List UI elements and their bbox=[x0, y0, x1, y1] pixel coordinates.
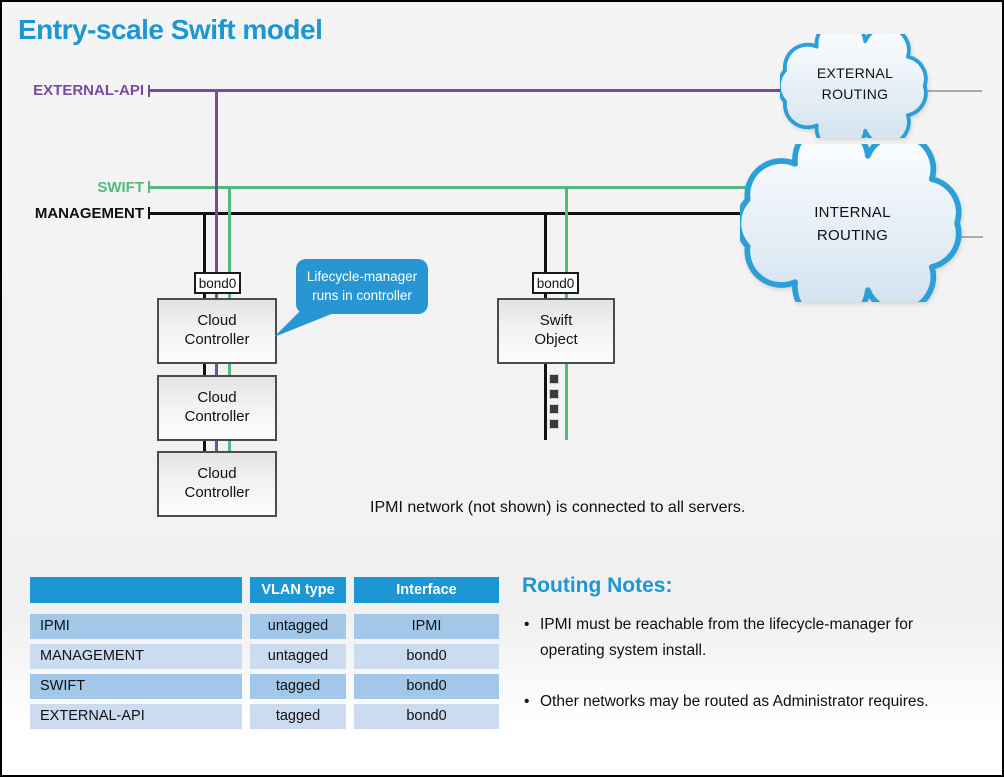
external-routing-cloud bbox=[780, 34, 928, 138]
bond0-label-controller: bond0 bbox=[194, 272, 241, 294]
network-line-swift bbox=[150, 186, 792, 189]
network-label-management: MANAGEMENT bbox=[34, 205, 144, 222]
external-routing-label: EXTERNAL ROUTING bbox=[795, 63, 915, 105]
table-row: SWIFT tagged bond0 bbox=[30, 674, 499, 699]
callout-text-line: Lifecycle-manager bbox=[306, 269, 418, 285]
server-continuation-dot bbox=[550, 375, 558, 383]
server-continuation-dot bbox=[550, 420, 558, 428]
node-label: Cloud Controller bbox=[184, 312, 250, 348]
internal-routing-label: INTERNAL ROUTING bbox=[790, 202, 915, 247]
table-cell-interface: bond0 bbox=[354, 644, 499, 669]
table-header-vlan-type: VLAN type bbox=[250, 577, 346, 603]
table-header-network bbox=[30, 577, 242, 603]
node-cloud-controller-3: Cloud Controller bbox=[157, 451, 277, 517]
callout-text-line: runs in controller bbox=[312, 287, 412, 303]
table-row: EXTERNAL-API tagged bond0 bbox=[30, 704, 499, 729]
server-continuation-dot bbox=[550, 390, 558, 398]
table-cell-vlan-type: untagged bbox=[250, 644, 346, 669]
node-swift-object: Swift Object bbox=[497, 298, 615, 364]
node-label: Cloud Controller bbox=[184, 465, 250, 501]
table-cell-network: SWIFT bbox=[30, 674, 242, 699]
network-line-management bbox=[150, 212, 782, 215]
external-routing-stub-line bbox=[907, 90, 982, 92]
table-header-interface: Interface bbox=[354, 577, 499, 603]
tick-management bbox=[148, 207, 150, 219]
tail-line-swift bbox=[565, 364, 568, 440]
table-header-row: VLAN type Interface bbox=[30, 577, 499, 603]
drop-line-swift-swift-object bbox=[565, 186, 568, 298]
table-cell-vlan-type: untagged bbox=[250, 614, 346, 639]
table-cell-vlan-type: tagged bbox=[250, 704, 346, 729]
table-cell-network: IPMI bbox=[30, 614, 242, 639]
node-label: Swift Object bbox=[534, 312, 578, 348]
table-cell-network: MANAGEMENT bbox=[30, 644, 242, 669]
cloud-label-line: ROUTING bbox=[816, 226, 889, 244]
table-cell-network: EXTERNAL-API bbox=[30, 704, 242, 729]
routing-notes: Routing Notes: IPMI must be reachable fr… bbox=[522, 574, 982, 739]
network-label-swift: SWIFT bbox=[97, 179, 144, 196]
routing-note-item: Other networks may be routed as Administ… bbox=[522, 689, 952, 716]
table-cell-interface: IPMI bbox=[354, 614, 499, 639]
cloud-label-line: EXTERNAL bbox=[816, 65, 894, 81]
table-cell-interface: bond0 bbox=[354, 704, 499, 729]
table-cell-vlan-type: tagged bbox=[250, 674, 346, 699]
network-line-external-api bbox=[150, 89, 812, 92]
tick-external-api bbox=[148, 85, 150, 97]
cloud-label-line: INTERNAL bbox=[814, 204, 891, 221]
node-cloud-controller-2: Cloud Controller bbox=[157, 375, 277, 441]
node-label: Cloud Controller bbox=[184, 389, 250, 425]
internal-routing-cloud bbox=[740, 144, 962, 302]
table-cell-interface: bond0 bbox=[354, 674, 499, 699]
server-continuation-dot bbox=[550, 405, 558, 413]
routing-notes-list: IPMI must be reachable from the lifecycl… bbox=[522, 612, 952, 715]
drop-line-external-api-controller bbox=[215, 89, 218, 451]
node-cloud-controller-1: Cloud Controller bbox=[157, 298, 277, 364]
network-label-external-api: EXTERNAL-API bbox=[33, 82, 144, 99]
callout-tail bbox=[274, 307, 334, 337]
routing-note-item: IPMI must be reachable from the lifecycl… bbox=[522, 612, 952, 665]
routing-notes-title: Routing Notes: bbox=[522, 574, 673, 597]
tick-swift bbox=[148, 181, 150, 193]
cloud-label-line: ROUTING bbox=[821, 86, 889, 102]
bond0-label-swift-object: bond0 bbox=[532, 272, 579, 294]
callout-bubble: Lifecycle-manager runs in controller bbox=[296, 259, 428, 314]
ipmi-note: IPMI network (not shown) is connected to… bbox=[370, 499, 746, 516]
tail-line-management bbox=[544, 364, 547, 440]
table-row: MANAGEMENT untagged bond0 bbox=[30, 644, 499, 669]
drop-line-management-swift-object bbox=[544, 212, 547, 298]
table-row: IPMI untagged IPMI bbox=[30, 614, 499, 639]
table-body: IPMI untagged IPMI MANAGEMENT untagged b… bbox=[30, 614, 499, 729]
vlan-table: VLAN type Interface IPMI untagged IPMI M… bbox=[30, 577, 499, 734]
page-title: Entry-scale Swift model bbox=[18, 14, 323, 45]
